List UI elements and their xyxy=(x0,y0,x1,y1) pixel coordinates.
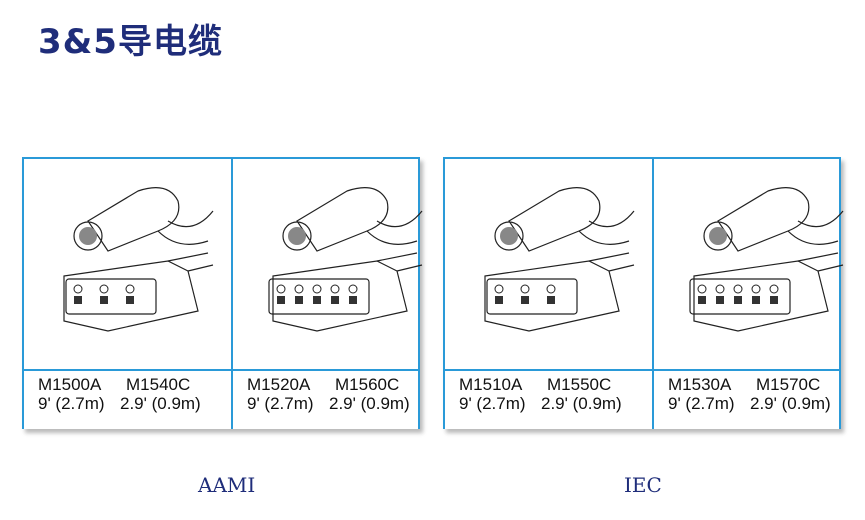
border-right xyxy=(839,157,841,429)
border-top xyxy=(443,157,841,159)
cable-illustration-3-lead xyxy=(449,161,649,371)
caption-iec: IEC xyxy=(624,473,662,497)
border-right xyxy=(418,157,420,429)
cell-divider xyxy=(231,157,233,429)
model-b: M1540C xyxy=(126,375,191,394)
cable-label: M1520A M1560C 9' (2.7m) 2.9' (0.9m) xyxy=(247,375,410,413)
border-left xyxy=(22,157,24,429)
model-a: M1510A xyxy=(459,375,523,394)
cable-illustration-5-lead xyxy=(658,161,858,371)
model-b: M1560C xyxy=(335,375,400,394)
page-title: 3&5导电缆 xyxy=(38,22,223,62)
length-a: 9' (2.7m) xyxy=(38,394,105,413)
border-top xyxy=(22,157,420,159)
cable-label: M1500A M1540C 9' (2.7m) 2.9' (0.9m) xyxy=(38,375,201,413)
length-a: 9' (2.7m) xyxy=(668,394,735,413)
cable-illustration-3-lead xyxy=(28,161,228,371)
cable-label: M1510A M1550C 9' (2.7m) 2.9' (0.9m) xyxy=(459,375,622,413)
length-b: 2.9' (0.9m) xyxy=(329,394,410,413)
cable-illustration-5-lead xyxy=(237,161,437,371)
model-a: M1520A xyxy=(247,375,311,394)
model-a: M1530A xyxy=(668,375,732,394)
model-a: M1500A xyxy=(38,375,102,394)
model-b: M1570C xyxy=(756,375,821,394)
model-b: M1550C xyxy=(547,375,612,394)
length-b: 2.9' (0.9m) xyxy=(120,394,201,413)
length-a: 9' (2.7m) xyxy=(247,394,314,413)
length-b: 2.9' (0.9m) xyxy=(541,394,622,413)
length-b: 2.9' (0.9m) xyxy=(750,394,831,413)
label-separator xyxy=(443,369,841,371)
length-a: 9' (2.7m) xyxy=(459,394,526,413)
label-separator xyxy=(22,369,420,371)
caption-aami: AAMI xyxy=(198,473,256,497)
cell-divider xyxy=(652,157,654,429)
cable-label: M1530A M1570C 9' (2.7m) 2.9' (0.9m) xyxy=(668,375,831,413)
border-left xyxy=(443,157,445,429)
